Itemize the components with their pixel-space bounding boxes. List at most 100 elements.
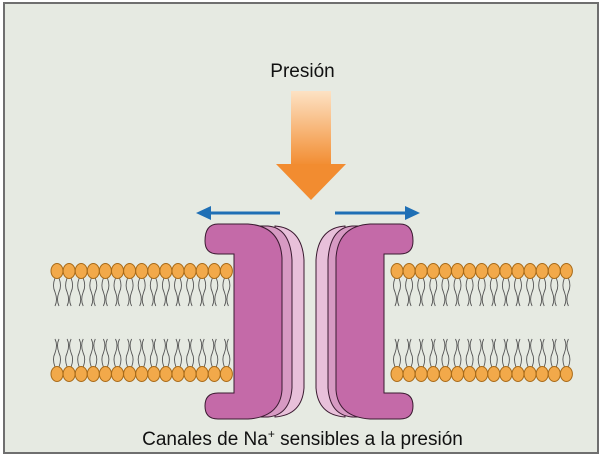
lipid-head [172, 264, 184, 279]
lipid-tail [454, 278, 461, 306]
lipid-head [439, 367, 451, 382]
lipid-tail [527, 278, 534, 306]
caption-text-rest: sensibles a la presión [275, 429, 463, 450]
lipid-head [160, 264, 172, 279]
lipid-head [148, 367, 160, 382]
lipid-tail [539, 339, 546, 367]
lipid-head [476, 264, 488, 279]
lipid-head [124, 367, 136, 382]
lipid-tail [394, 278, 401, 306]
lipid-head [220, 264, 232, 279]
lipid-head [415, 264, 427, 279]
lipid-head [99, 264, 111, 279]
lipid-tail [54, 339, 61, 367]
lipid-head [403, 264, 415, 279]
left-motion-arrow [196, 206, 280, 220]
lipid-head [87, 367, 99, 382]
lipid-tail [162, 278, 169, 306]
lipid-head [51, 264, 63, 279]
lipid-head [548, 367, 560, 382]
lipid-tail [394, 339, 401, 367]
lipid-tail [466, 339, 473, 367]
lipid-head [208, 367, 220, 382]
pressure-arrow [276, 91, 346, 200]
lipid-tail [211, 339, 218, 367]
lipid-tail [114, 278, 121, 306]
caption-superscript: + [268, 427, 275, 441]
channel-caption: Canales de Na+ sensibles a la presión [0, 427, 605, 451]
lipid-head [148, 264, 160, 279]
lipid-tail [551, 339, 558, 367]
lipid-head [464, 264, 476, 279]
lipid-head [488, 367, 500, 382]
lipid-head [51, 367, 63, 382]
lipid-head [512, 367, 524, 382]
lipid-tail [126, 278, 133, 306]
lipid-head [427, 264, 439, 279]
lipid-head [63, 367, 75, 382]
lipid-tail [442, 278, 449, 306]
lipid-head [560, 367, 572, 382]
lipid-tail [138, 339, 145, 367]
lipid-head [112, 367, 124, 382]
lipid-tail [66, 339, 73, 367]
lipid-head [196, 264, 208, 279]
lipid-tail [539, 278, 546, 306]
lipid-tail [490, 339, 497, 367]
lipid-tail [454, 339, 461, 367]
lipid-tail [563, 339, 570, 367]
lipid-head [524, 264, 536, 279]
lipid-head [439, 264, 451, 279]
lipid-head [391, 264, 403, 279]
lipid-head [500, 264, 512, 279]
lipid-tail [490, 278, 497, 306]
lipid-head [464, 367, 476, 382]
lipid-tail [430, 278, 437, 306]
lipid-tail [515, 278, 522, 306]
lipid-head [452, 367, 464, 382]
lipid-head [536, 367, 548, 382]
lipid-tail [223, 339, 230, 367]
lipid-tail [551, 278, 558, 306]
lipid-head [112, 264, 124, 279]
lipid-tail [90, 339, 97, 367]
lipid-head [136, 264, 148, 279]
lipid-tail [442, 339, 449, 367]
lipid-bilayer [51, 264, 572, 382]
left-channel-subunit [205, 224, 304, 419]
lipid-tail [418, 339, 425, 367]
lipid-head [124, 264, 136, 279]
lipid-head [427, 367, 439, 382]
lipid-tail [187, 339, 194, 367]
lipid-tail [502, 339, 509, 367]
lipid-tail [90, 278, 97, 306]
lipid-tail [150, 278, 157, 306]
lipid-tail [406, 339, 413, 367]
caption-text: Canales de Na [142, 429, 268, 450]
lipid-tail [150, 339, 157, 367]
lipid-tail [175, 278, 182, 306]
lipid-tail [66, 278, 73, 306]
lipid-tail [54, 278, 61, 306]
lipid-tail [78, 278, 85, 306]
lipid-tail [478, 278, 485, 306]
lipid-head [99, 367, 111, 382]
lipid-head [208, 264, 220, 279]
lipid-head [415, 367, 427, 382]
lipid-tail [78, 339, 85, 367]
lipid-head [548, 264, 560, 279]
right-channel-subunit [316, 224, 413, 419]
lipid-head [524, 367, 536, 382]
lipid-head [184, 367, 196, 382]
lipid-tail [199, 339, 206, 367]
lipid-head [488, 264, 500, 279]
right-motion-arrow [335, 206, 420, 220]
lipid-head [500, 367, 512, 382]
lipid-tail [223, 278, 230, 306]
lipid-head [63, 264, 75, 279]
lipid-head [391, 367, 403, 382]
lipid-tail [563, 278, 570, 306]
lipid-head [75, 367, 87, 382]
lipid-head [196, 367, 208, 382]
lipid-tail [211, 278, 218, 306]
